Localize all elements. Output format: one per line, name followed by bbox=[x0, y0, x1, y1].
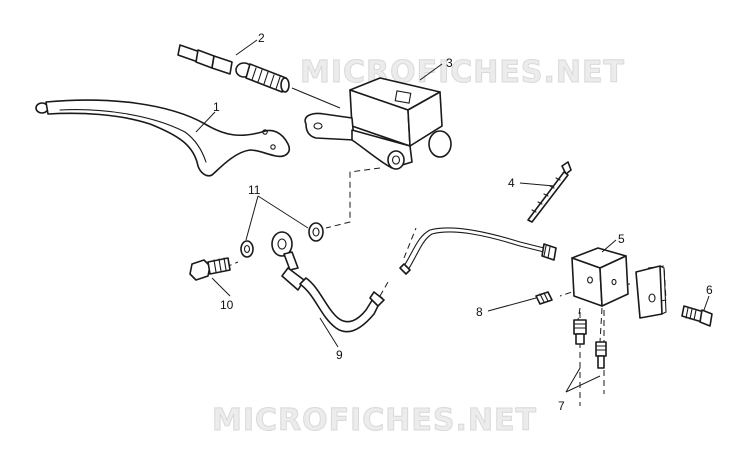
push-rod-guide bbox=[291, 87, 341, 109]
callout-10: 10 bbox=[220, 298, 234, 312]
watermark-top: MICROFICHES.NET bbox=[300, 55, 625, 90]
sealing-washers bbox=[240, 222, 324, 258]
callout-9: 9 bbox=[336, 348, 343, 362]
callout-1: 1 bbox=[213, 100, 220, 114]
callout-4: 4 bbox=[508, 176, 515, 190]
callout-3: 3 bbox=[446, 56, 453, 70]
banjo-bolt bbox=[189, 257, 231, 281]
master-cylinder bbox=[304, 77, 452, 170]
leader-lines bbox=[195, 39, 710, 393]
mounting-bracket bbox=[635, 265, 667, 319]
callout-6: 6 bbox=[706, 283, 713, 297]
brake-hose bbox=[271, 231, 385, 333]
callout-5: 5 bbox=[618, 232, 625, 246]
callout-labels: 1 2 3 4 5 6 7 8 9 10 11 bbox=[213, 31, 713, 413]
distribution-block bbox=[571, 247, 629, 307]
cable-tie bbox=[527, 161, 572, 223]
callout-11: 11 bbox=[248, 183, 261, 197]
mounting-bolt bbox=[681, 305, 713, 327]
brake-line bbox=[399, 227, 557, 275]
fittings bbox=[573, 319, 607, 369]
watermark-bottom: MICROFICHES.NET bbox=[212, 403, 537, 438]
brake-lever bbox=[35, 99, 291, 177]
push-rod-adjuster bbox=[177, 44, 290, 93]
callout-2: 2 bbox=[258, 31, 265, 45]
callout-8: 8 bbox=[476, 305, 483, 319]
bleeder-valve bbox=[535, 291, 553, 305]
callout-7: 7 bbox=[558, 399, 565, 413]
